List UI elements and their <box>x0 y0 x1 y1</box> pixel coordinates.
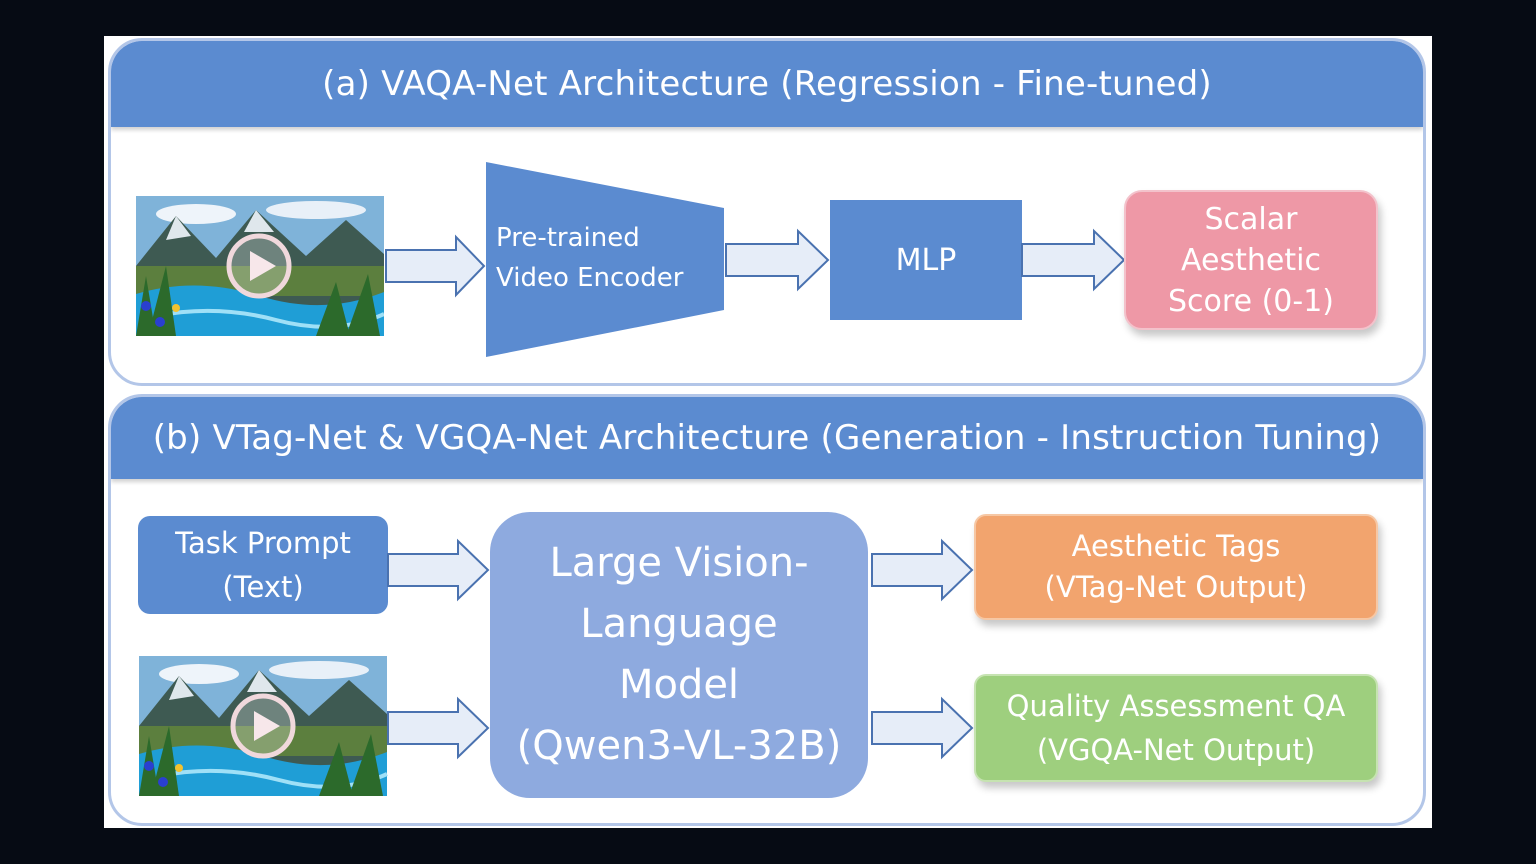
mlp-block: MLP <box>830 200 1022 320</box>
encoder-line-1: Pre-trained <box>496 223 640 253</box>
model-line-4: (Qwen3-VL-32B) <box>516 723 842 769</box>
score-line-1: Scalar <box>1204 201 1298 237</box>
vision-language-model-block: Large Vision- Language Model (Qwen3-VL-3… <box>490 512 868 798</box>
video-thumbnail-b <box>138 656 388 796</box>
tags-line-1: Aesthetic Tags <box>1071 529 1281 563</box>
panel-b-title: (b) VTag-Net & VGQA-Net Architecture (Ge… <box>111 397 1423 479</box>
prompt-line-2: (Text) <box>222 570 304 604</box>
qa-line-2: (VGQA-Net Output) <box>1036 733 1316 767</box>
landscape-thumbnail <box>136 196 384 336</box>
video-encoder-block <box>486 162 724 357</box>
model-line-1: Large Vision- <box>549 540 809 586</box>
panel-a-title: (a) VAQA-Net Architecture (Regression - … <box>111 41 1423 127</box>
task-prompt-block: Task Prompt (Text) <box>138 516 388 614</box>
quality-qa-output: Quality Assessment QA (VGQA-Net Output) <box>974 674 1378 782</box>
encoder-label: Pre-trained Video Encoder <box>496 216 706 300</box>
score-line-2: Aesthetic <box>1181 242 1321 278</box>
arrow-model-to-tags <box>871 538 974 602</box>
arrow-video-to-model <box>387 696 490 760</box>
arrow-video-to-encoder <box>385 234 486 298</box>
model-line-2: Language <box>580 601 778 647</box>
diagram-canvas: (a) VAQA-Net Architecture (Regression - … <box>104 36 1432 828</box>
score-line-3: Score (0-1) <box>1168 283 1334 319</box>
qa-line-1: Quality Assessment QA <box>1006 689 1346 723</box>
video-thumbnail-a <box>136 196 384 336</box>
arrow-mlp-to-score <box>1021 228 1126 292</box>
arrow-model-to-qa <box>871 696 974 760</box>
model-line-3: Model <box>618 662 740 708</box>
mlp-label: MLP <box>895 242 957 278</box>
aesthetic-tags-output: Aesthetic Tags (VTag-Net Output) <box>974 514 1378 620</box>
tags-line-2: (VTag-Net Output) <box>1044 570 1308 604</box>
arrow-prompt-to-model <box>387 538 490 602</box>
encoder-line-2: Video Encoder <box>496 263 684 293</box>
play-icon[interactable] <box>224 231 294 301</box>
scalar-score-output: Scalar Aesthetic Score (0-1) <box>1124 190 1378 330</box>
arrow-encoder-to-mlp <box>725 228 830 292</box>
prompt-line-1: Task Prompt <box>175 526 351 560</box>
play-icon[interactable] <box>228 691 298 761</box>
